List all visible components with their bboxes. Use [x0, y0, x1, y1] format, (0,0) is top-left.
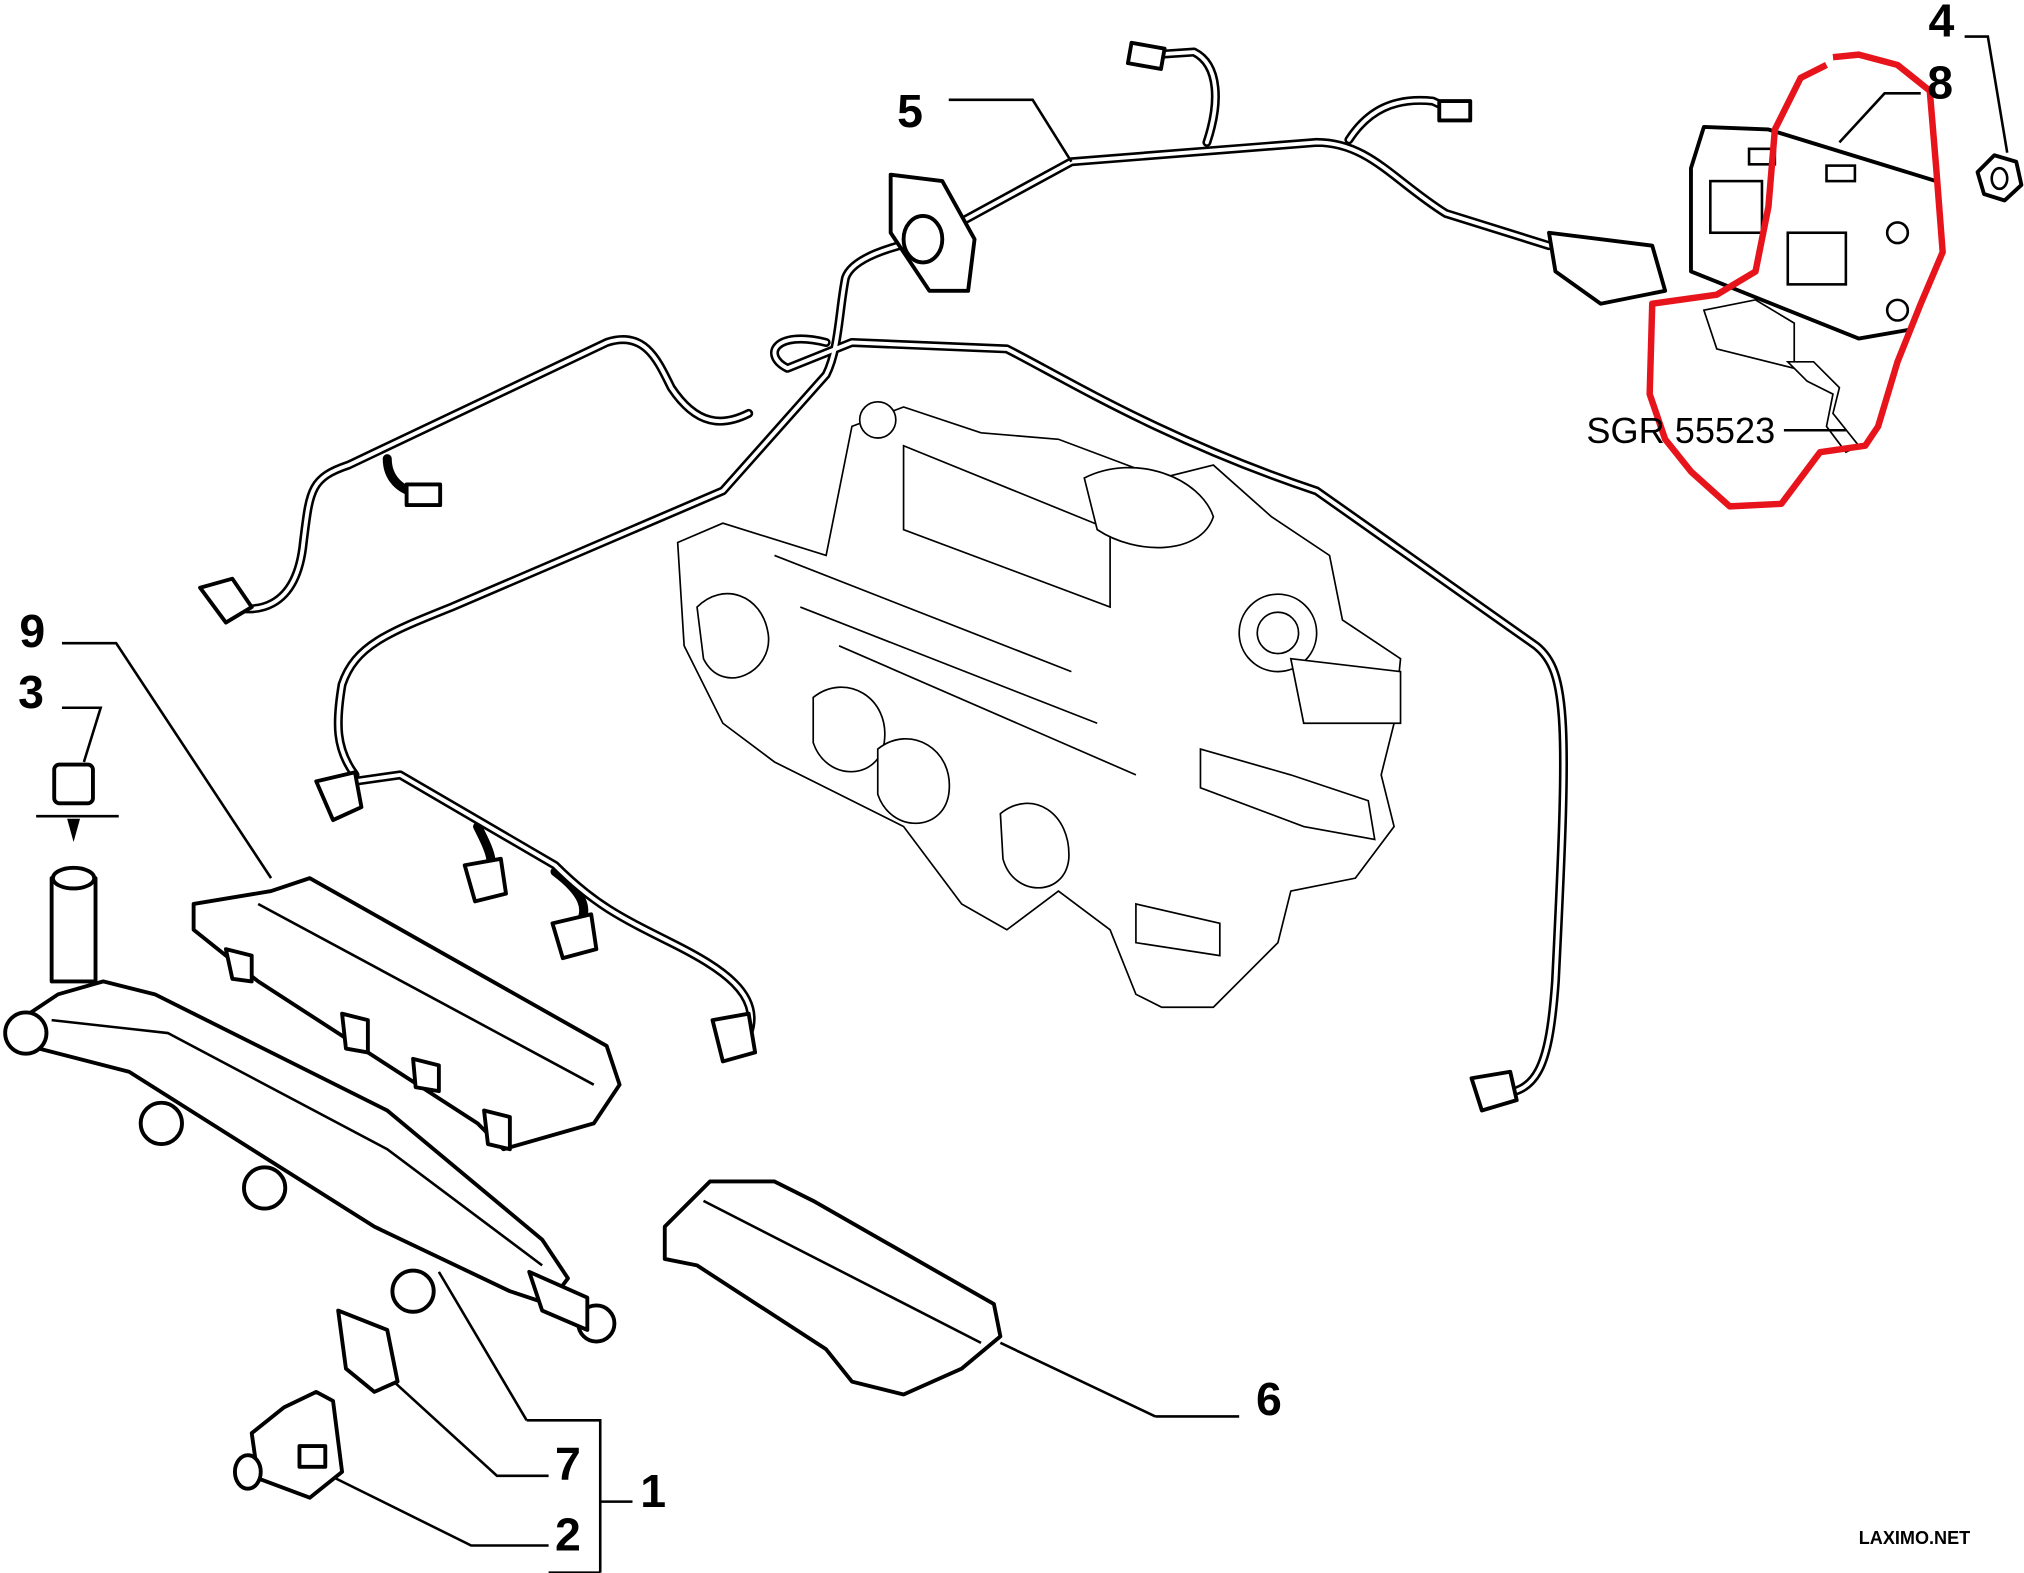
callout-6[interactable]: 6	[1256, 1373, 1282, 1425]
callout-5[interactable]: 5	[897, 85, 923, 137]
wiring-harness[interactable]	[198, 40, 1668, 1113]
callout-3[interactable]: 3	[18, 666, 44, 718]
clip-part-7[interactable]	[336, 1308, 400, 1394]
cover-part-6[interactable]	[662, 1179, 1003, 1397]
cover-part-9[interactable]	[191, 876, 622, 1152]
callout-9[interactable]: 9	[19, 605, 45, 657]
watermark: LAXIMO.NET	[1859, 1528, 1970, 1548]
callout-1[interactable]: 1	[640, 1465, 666, 1517]
cap-part-3[interactable]	[36, 762, 119, 843]
injector-part-2[interactable]	[232, 1389, 345, 1500]
intake-manifold[interactable]	[676, 400, 1402, 1009]
leader-lines	[61, 35, 2009, 1573]
callout-8[interactable]: 8	[1927, 56, 1953, 108]
nut-part-4[interactable]	[1975, 153, 2024, 203]
part-code-label[interactable]: SGR 55523	[1586, 410, 1775, 451]
callout-4[interactable]: 4	[1928, 0, 1954, 47]
callout-7[interactable]: 7	[555, 1438, 581, 1490]
fuel-rail-part-1[interactable]	[3, 865, 617, 1344]
callout-2[interactable]: 2	[555, 1509, 581, 1561]
highlight-outline	[1646, 51, 1946, 510]
